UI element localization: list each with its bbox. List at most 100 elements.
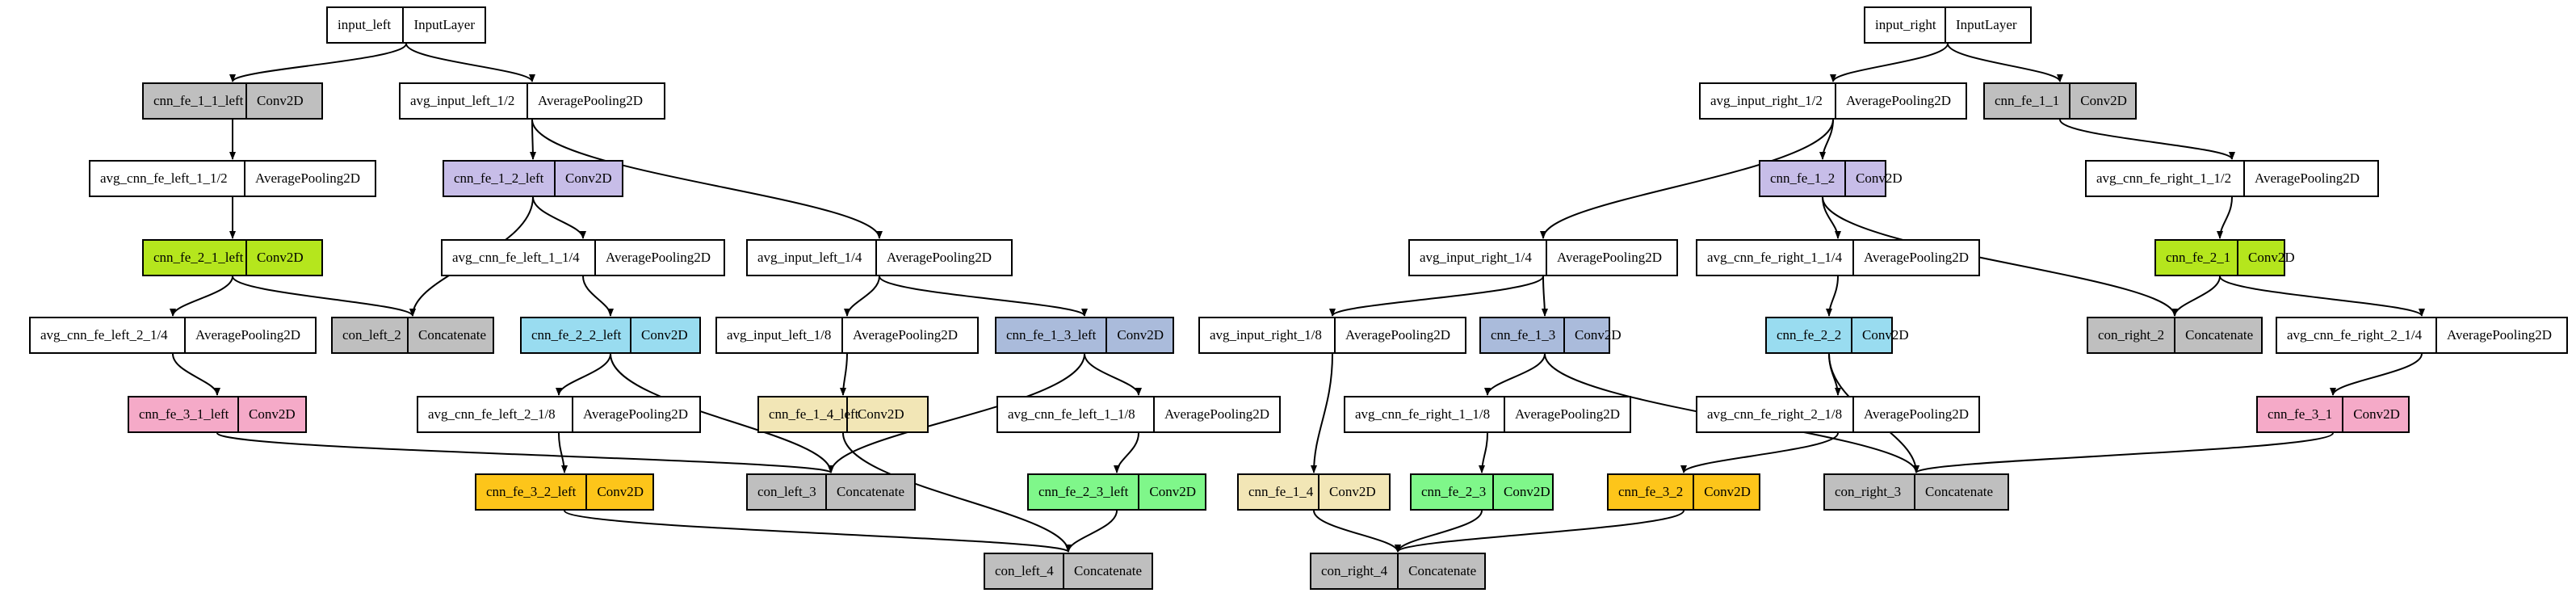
- edge-cnn-fe-2-2-left-to-con-left-3: [610, 353, 834, 473]
- layer-name: con_right_3: [1835, 484, 1902, 499]
- layer-name: cnn_fe_2_2_left: [531, 327, 622, 343]
- layer-name: cnn_fe_1_4: [1248, 484, 1314, 499]
- layer-name: avg_cnn_fe_right_1_1/8: [1355, 406, 1491, 422]
- layer-name: avg_cnn_fe_right_2_1/4: [2287, 327, 2423, 343]
- edge-avg-cnn-fe-left-2-1-4-to-cnn-fe-3-1-left: [172, 353, 220, 396]
- edge-avg-cnn-fe-left-2-1-8-to-cnn-fe-3-2-left: [558, 432, 568, 473]
- layer-name: cnn_fe_1_2: [1770, 170, 1836, 186]
- layer-name: input_left: [338, 17, 392, 32]
- layer-type: Concatenate: [1063, 554, 1152, 588]
- edge-avg-input-left-1-8-to-cnn-fe-1-4-left: [840, 353, 848, 396]
- layer-name: con_left_2: [342, 327, 401, 343]
- layer-type: AveragePooling2D: [2435, 318, 2566, 352]
- edge-avg-input-right-1-4-to-cnn-fe-1-3: [1541, 275, 1548, 317]
- layer-type: Conv2D: [2342, 397, 2410, 431]
- edge-avg-cnn-fe-right-2-1-8-to-cnn-fe-3-2: [1680, 432, 1839, 473]
- edge-cnn-fe-2-3-left-to-con-left-4: [1065, 510, 1118, 553]
- layer-type: Conv2D: [1844, 162, 1912, 196]
- layer-node-con-right-2: con_right_2 Concatenate: [2087, 317, 2263, 354]
- layer-node-cnn-fe-3-1-left: cnn_fe_3_1_left Conv2D: [128, 396, 307, 433]
- layer-name: cnn_fe_3_1_left: [139, 406, 229, 422]
- layer-type: Conv2D: [1563, 318, 1631, 352]
- layer-type: AveragePooling2D: [1504, 397, 1630, 431]
- edge-cnn-fe-3-1-left-to-con-left-3: [216, 432, 834, 473]
- edge-avg-input-right-1-4-to-avg-input-right-1-8: [1329, 275, 1544, 317]
- layer-name: avg_cnn_fe_right_1_1/2: [2096, 170, 2232, 186]
- edge-cnn-fe-2-1-left-to-con-left-2: [232, 275, 416, 317]
- layer-name: avg_cnn_fe_left_2_1/4: [40, 327, 168, 343]
- layer-name: cnn_fe_1_2_left: [454, 170, 544, 186]
- edge-avg-input-left-1-2-to-avg-input-left-1-4: [531, 119, 883, 239]
- layer-type: Concatenate: [407, 318, 496, 352]
- edge-avg-input-left-1-4-to-cnn-fe-1-3-left: [879, 275, 1088, 317]
- layer-type: AveragePooling2D: [594, 241, 724, 275]
- edge-cnn-fe-3-1-to-con-right-3: [1913, 432, 2334, 473]
- layer-type: Conv2D: [1851, 318, 1919, 352]
- layer-type: AveragePooling2D: [244, 162, 375, 196]
- layer-name: avg_cnn_fe_left_2_1/8: [428, 406, 556, 422]
- layer-type: Concatenate: [2174, 318, 2263, 352]
- layer-name: avg_input_left_1/8: [727, 327, 832, 343]
- layer-name: cnn_fe_1_1_left: [153, 93, 244, 108]
- layer-type: Concatenate: [825, 475, 914, 509]
- layer-type: Conv2D: [554, 162, 622, 196]
- layer-type: AveragePooling2D: [527, 84, 664, 118]
- edge-avg-cnn-fe-left-1-1-8-to-cnn-fe-2-3-left: [1114, 432, 1139, 473]
- layer-type: Conv2D: [585, 475, 653, 509]
- layer-name: avg_cnn_fe_left_1_1/8: [1008, 406, 1135, 422]
- layer-type: InputLayer: [402, 8, 485, 42]
- edge-avg-cnn-fe-right-1-1-4-to-cnn-fe-2-2: [1826, 275, 1839, 317]
- layer-name: avg_input_left_1/4: [757, 250, 862, 265]
- layer-type: Conv2D: [1318, 475, 1389, 509]
- edge-cnn-fe-1-4-left-to-con-left-4: [842, 432, 1072, 553]
- layer-name: avg_input_right_1/4: [1420, 250, 1532, 265]
- layer-type: AveragePooling2D: [1546, 241, 1676, 275]
- layer-name: cnn_fe_2_3: [1421, 484, 1487, 499]
- layer-name: cnn_fe_1_3_left: [1006, 327, 1097, 343]
- edge-cnn-fe-1-3-left-to-con-left-3: [828, 353, 1085, 473]
- edge-cnn-fe-1-2-to-con-right-2: [1822, 196, 2178, 317]
- layer-name: avg_cnn_fe_left_1_1/2: [100, 170, 228, 186]
- layer-type: Conv2D: [630, 318, 699, 352]
- layer-node-input-left: input_left InputLayer: [326, 6, 486, 44]
- layer-type: Conv2D: [237, 397, 305, 431]
- layer-type: AveragePooling2D: [2243, 162, 2377, 196]
- edge-input-right-to-avg-input-right-1-2: [1830, 43, 1949, 82]
- edge-avg-input-right-1-8-to-cnn-fe-1-4: [1311, 353, 1333, 473]
- layer-node-cnn-fe-2-2-left: cnn_fe_2_2_left Conv2D: [520, 317, 701, 354]
- layer-type: InputLayer: [1945, 8, 2030, 42]
- edge-input-left-to-cnn-fe-1-1-left: [229, 43, 407, 82]
- layer-node-con-left-2: con_left_2 Concatenate: [331, 317, 494, 354]
- layer-node-con-left-4: con_left_4 Concatenate: [984, 553, 1153, 590]
- layer-name: cnn_fe_2_2: [1777, 327, 1842, 343]
- edge-cnn-fe-3-2-left-to-con-left-4: [564, 510, 1072, 553]
- layer-name: cnn_fe_1_3: [1491, 327, 1556, 343]
- layer-type: AveragePooling2D: [875, 241, 1011, 275]
- layer-name: con_left_4: [995, 563, 1054, 578]
- edge-cnn-fe-1-1-to-avg-cnn-fe-right-1-1-2: [2059, 119, 2235, 160]
- layer-name: con_right_2: [2098, 327, 2165, 343]
- layer-type: AveragePooling2D: [1852, 241, 1978, 275]
- edge-cnn-fe-2-2-left-to-avg-cnn-fe-left-2-1-8: [556, 353, 611, 396]
- layer-name: cnn_fe_2_1_left: [153, 250, 244, 265]
- layer-type: Conv2D: [2237, 241, 2305, 275]
- layer-node-avg-cnn-fe-right-1-1-4: avg_cnn_fe_right_1_1/4 AveragePooling2D: [1696, 239, 1980, 276]
- layer-node-cnn-fe-1-2-left: cnn_fe_1_2_left Conv2D: [443, 160, 623, 197]
- layer-type: Concatenate: [1397, 554, 1486, 588]
- edge-avg-cnn-fe-right-1-1-8-to-cnn-fe-2-3: [1479, 432, 1488, 473]
- layer-name: avg_cnn_fe_right_1_1/4: [1707, 250, 1843, 265]
- layer-node-avg-input-left-1-4: avg_input_left_1/4 AveragePooling2D: [746, 239, 1013, 276]
